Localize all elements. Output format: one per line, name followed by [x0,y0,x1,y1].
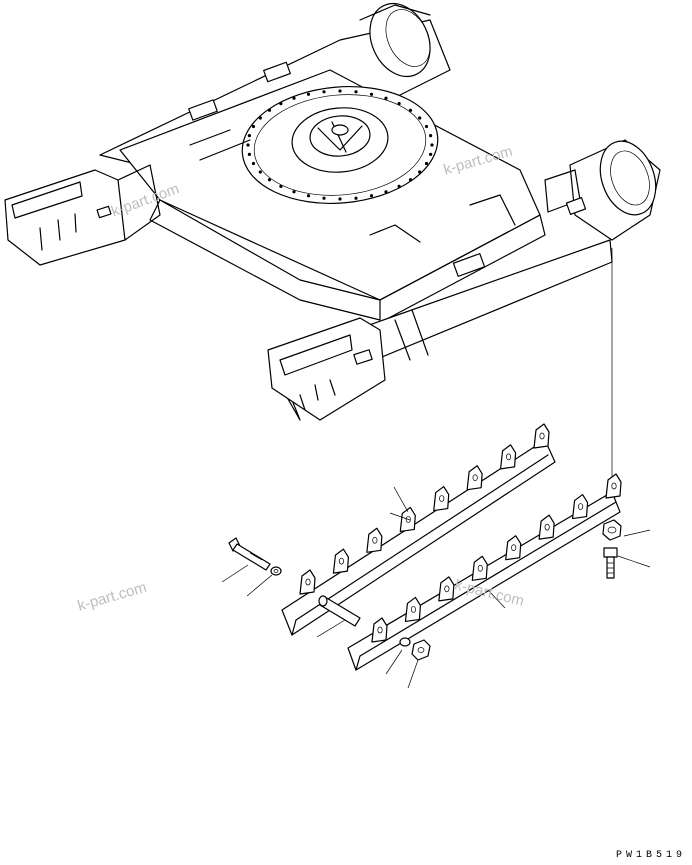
guard-lug [404,596,422,623]
callout-leaders [221,486,651,689]
swing-circle-bolt-holes [246,89,434,201]
guard-lug [366,527,383,553]
guard-lug [571,493,589,520]
track-guard-upper [281,423,556,636]
guard-lug [538,514,555,540]
guard-lug [505,535,522,561]
guard-lug [605,473,622,499]
guard-fasteners [228,519,622,661]
track-frame [4,2,661,480]
guard-lug [499,444,517,470]
guard-lug [371,617,388,643]
guard-lug [471,555,488,581]
drawing-code: PW1B519 [615,850,686,861]
guard-lug [433,485,450,512]
guard-lug [438,576,455,602]
guard-lug [299,569,316,595]
track-guard-lower [347,473,622,671]
guard-lug [466,465,483,491]
guard-lug [332,548,350,574]
guard-lug [533,423,550,449]
